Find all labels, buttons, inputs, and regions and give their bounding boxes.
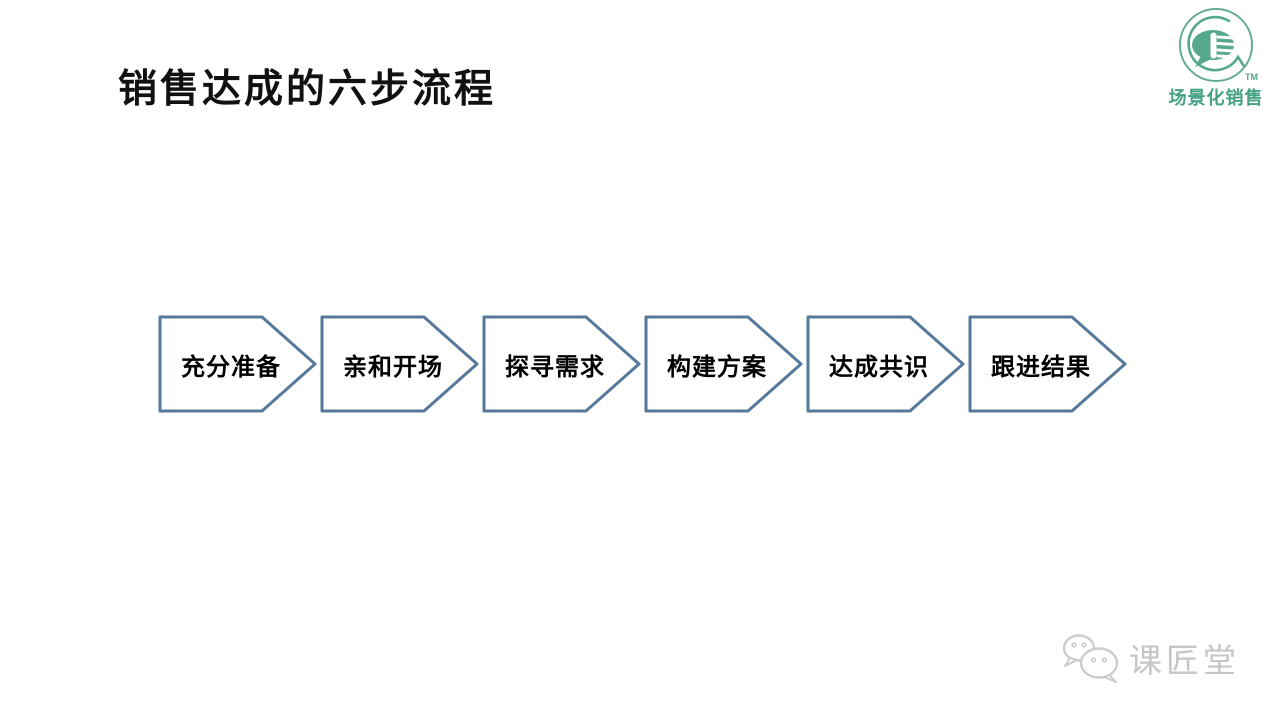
watermark: 课匠堂 xyxy=(1059,632,1240,684)
chevron-shape-icon xyxy=(968,315,1127,413)
process-step-5: 达成共识 xyxy=(806,315,965,413)
watermark-text: 课匠堂 xyxy=(1129,641,1240,680)
wechat-icon xyxy=(1062,634,1119,683)
chevron-shape-icon xyxy=(320,315,479,413)
process-step-1: 充分准备 xyxy=(158,315,317,413)
brand-name: 场景化销售 xyxy=(1168,88,1264,108)
process-step-3: 探寻需求 xyxy=(482,315,641,413)
speech-bubble-hand-circle-icon xyxy=(1179,8,1253,82)
process-step-label: 充分准备 xyxy=(181,353,281,381)
process-step-label: 构建方案 xyxy=(667,353,767,381)
process-step-label: 达成共识 xyxy=(829,353,929,381)
trademark-label: TM xyxy=(1245,72,1258,82)
process-step-label: 探寻需求 xyxy=(505,353,605,381)
process-step-2: 亲和开场 xyxy=(320,315,479,413)
chevron-shape-icon xyxy=(644,315,803,413)
process-step-label: 亲和开场 xyxy=(343,353,443,381)
process-step-label: 跟进结果 xyxy=(991,353,1091,381)
process-flow: 充分准备 亲和开场 探寻需求 构建方案 达成共识 跟进结果 xyxy=(158,315,1127,413)
process-step-6: 跟进结果 xyxy=(968,315,1127,413)
brand-logo: TM 场景化销售 xyxy=(1166,6,1266,110)
process-step-4: 构建方案 xyxy=(644,315,803,413)
chevron-shape-icon xyxy=(806,315,965,413)
chevron-shape-icon xyxy=(482,315,641,413)
chevron-shape-icon xyxy=(158,315,317,413)
page-title: 销售达成的六步流程 xyxy=(118,68,497,111)
